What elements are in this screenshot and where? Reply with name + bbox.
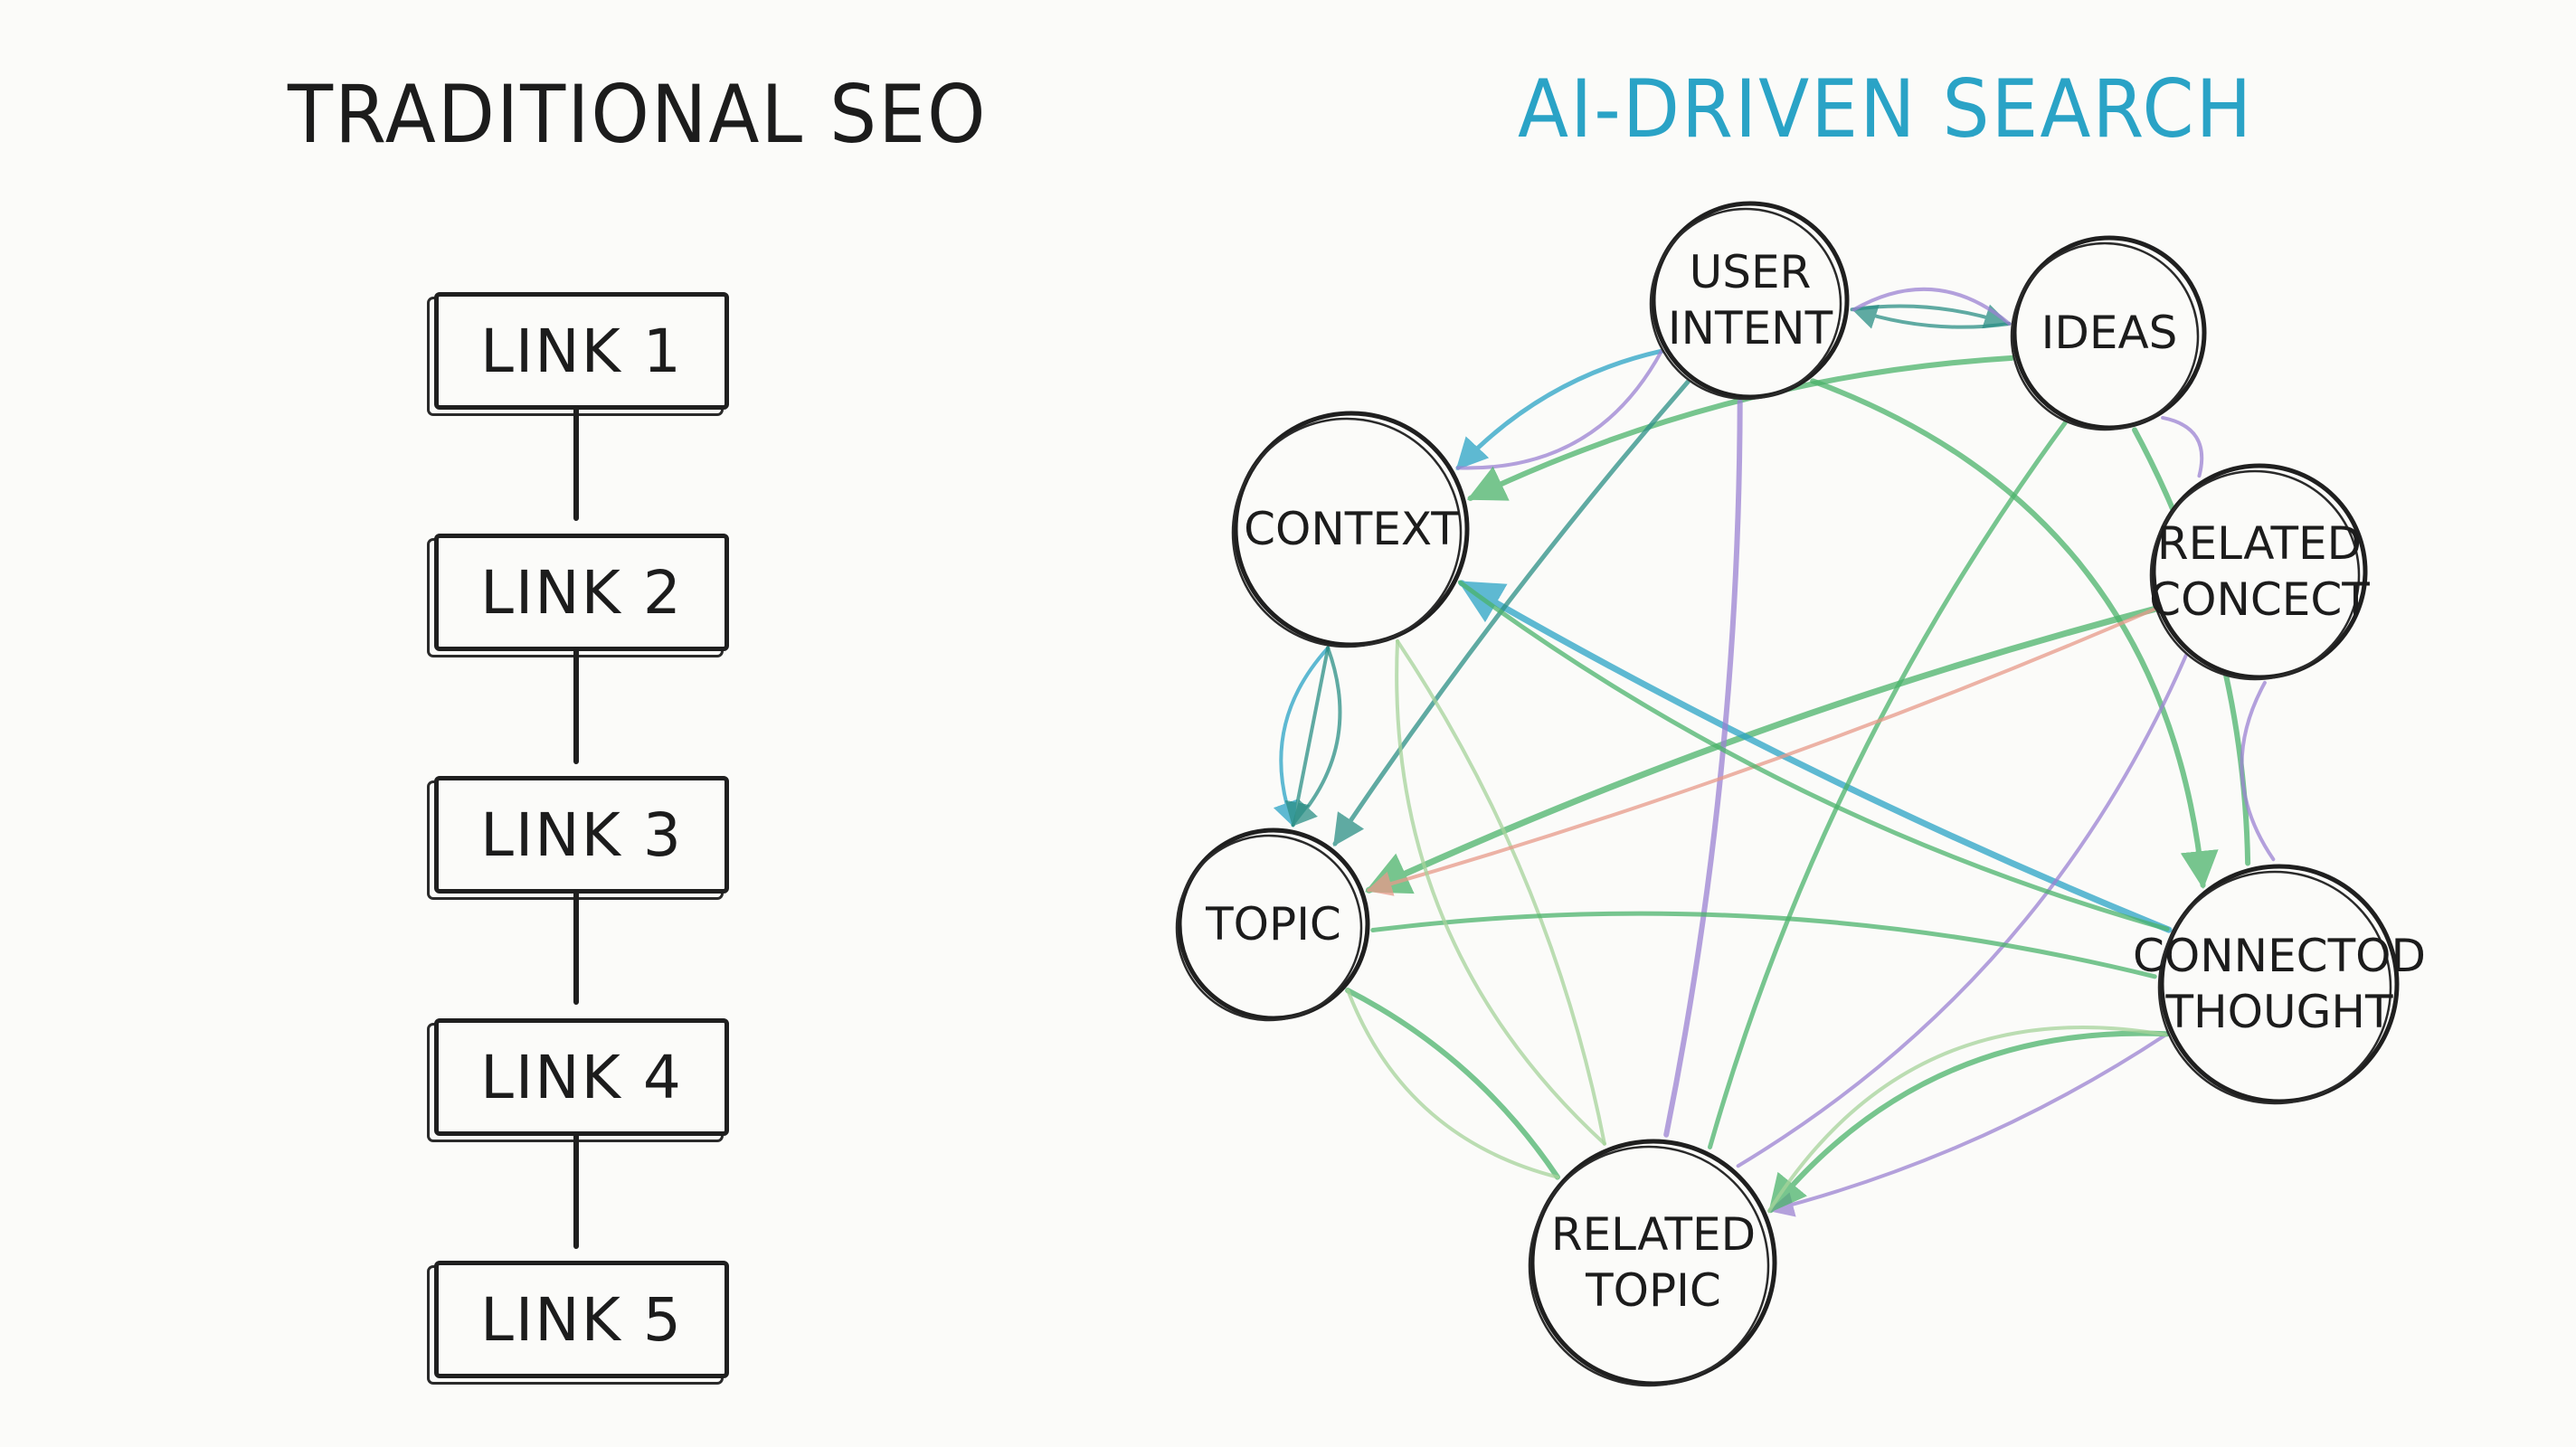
related-topic-label-line: RELATED <box>1550 1208 1757 1261</box>
edge-context-to-related-topic <box>1395 638 1606 1146</box>
edge-user-intent-to-ideas <box>1850 304 2011 329</box>
ideas-label: IDEAS <box>2041 305 2178 361</box>
topic-label: TOPIC <box>1206 896 1341 952</box>
topic-node <box>1177 828 1370 1021</box>
edge-user-intent-to-related-topic <box>1663 399 1743 1138</box>
edge-topic-to-related-topic <box>1345 988 1560 1180</box>
ideas-label-line: IDEAS <box>2041 307 2178 359</box>
context-node-sketch-outline <box>1231 417 1463 648</box>
edge-user-intent-to-topic <box>1332 379 1690 846</box>
related-topic-node-sketch-outline <box>1528 1145 1770 1387</box>
topic-label-line: TOPIC <box>1206 898 1341 950</box>
edge-user-intent-to-context <box>1455 348 1664 470</box>
edge-context-to-topic <box>1284 646 1331 828</box>
edge-topic-to-related-topic <box>1346 988 1559 1179</box>
link-connector <box>573 405 579 521</box>
topic-node-sketch-outline <box>1175 834 1363 1022</box>
traditional-seo-title: TRADITIONAL SEO <box>288 69 988 162</box>
related-concect-node <box>2151 463 2368 680</box>
link-1-box: LINK 1 <box>434 292 729 410</box>
user-intent-label-line: INTENT <box>1667 302 1833 355</box>
link-3-box: LINK 3 <box>434 776 729 894</box>
user-intent-label-line: USER <box>1689 246 1812 298</box>
edge-ideas-to-context <box>1466 355 2015 501</box>
edge-related-concect-to-topic <box>1366 607 2157 896</box>
link-connector <box>573 647 579 764</box>
link-5-box: LINK 5 <box>434 1261 729 1378</box>
user-intent-node <box>1651 201 1850 400</box>
related-concect-node-sketch-outline <box>2149 469 2361 681</box>
edge-related-topic-to-connectod-thought <box>1766 1026 2167 1214</box>
connectod-thought-node <box>2159 864 2400 1104</box>
connectod-thought-label-line: CONNECTOD <box>2133 930 2426 982</box>
edge-ideas-to-related-concect <box>2161 415 2204 478</box>
edge-topic-to-connectod-thought <box>1370 911 2157 979</box>
link-2-box: LINK 2 <box>434 534 729 651</box>
edge-context-to-related-topic <box>1396 638 1606 1146</box>
edge-user-intent-to-connectod-thought <box>1810 378 2219 890</box>
edge-ideas-to-user-intent <box>1852 287 2012 326</box>
connectod-thought-label-line: THOUGHT <box>2165 986 2393 1038</box>
edge-related-concect-to-topic <box>1364 605 2158 894</box>
connectod-thought-node-sketch-outline <box>2157 870 2392 1105</box>
edge-ideas-to-related-topic <box>1708 421 2068 1149</box>
related-concect-label-line: RELATED <box>2156 517 2363 570</box>
network-nodes <box>1175 201 2400 1387</box>
link-connector <box>573 889 579 1005</box>
context-label-line: CONTEXT <box>1244 503 1459 555</box>
edge-related-concect-to-connectod-thought <box>2240 680 2276 862</box>
related-topic-label-line: TOPIC <box>1586 1264 1721 1317</box>
ideas-node <box>2012 235 2207 430</box>
ai-driven-search-title: AI-DRIVEN SEARCH <box>1518 63 2254 156</box>
edge-connectod-thought-to-related-topic <box>1767 1030 2170 1214</box>
edge-connectod-thought-to-context <box>1457 580 2173 933</box>
user-intent-node-sketch-outline <box>1649 207 1842 401</box>
related-topic-node <box>1530 1139 1777 1386</box>
related-concect-label-line: CONCECT <box>2149 573 2370 626</box>
edge-connectod-thought-to-related-topic <box>1768 1032 2169 1217</box>
ideas-node-sketch-outline <box>2010 241 2200 431</box>
context-node <box>1233 411 1470 648</box>
link-connector <box>573 1131 579 1249</box>
edge-context-to-connectod-thought <box>1457 580 2170 932</box>
context-label: CONTEXT <box>1244 501 1459 557</box>
link-4-box: LINK 4 <box>434 1018 729 1136</box>
